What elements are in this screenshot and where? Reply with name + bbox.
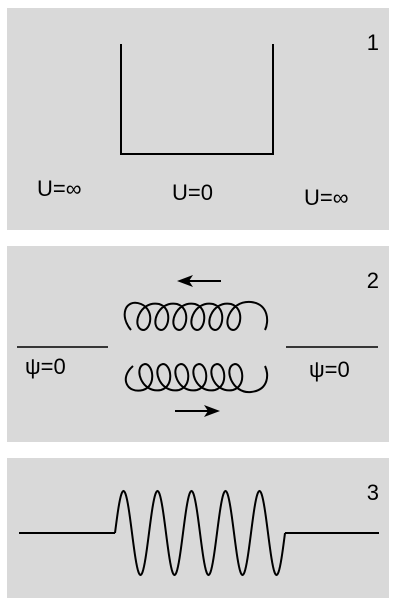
label-left-psi: ψ=0 <box>25 354 66 379</box>
panel-number: 3 <box>366 480 379 505</box>
wave-curve <box>114 489 286 577</box>
label-center-potential: U=0 <box>172 180 213 205</box>
label-left-potential: U=∞ <box>37 176 82 201</box>
label-right-potential: U=∞ <box>304 185 349 210</box>
panel-wave: 3 <box>7 458 389 598</box>
well-walls <box>120 44 274 155</box>
arrow-left-icon <box>177 275 221 287</box>
boundary-diagram <box>17 275 378 417</box>
lower-coil <box>124 362 269 394</box>
panel-number: 1 <box>366 30 379 55</box>
label-right-psi: ψ=0 <box>309 357 350 382</box>
upper-coil <box>123 300 269 332</box>
panel-boundary-conditions: 2 ψ=0 ψ=0 <box>7 246 389 442</box>
potential-well-diagram <box>120 44 274 155</box>
wave-diagram <box>19 489 379 577</box>
panel-number: 2 <box>366 268 379 293</box>
panel-potential-well: 1 U=∞ U=0 U=∞ <box>7 8 389 230</box>
arrow-right-icon <box>175 405 220 417</box>
